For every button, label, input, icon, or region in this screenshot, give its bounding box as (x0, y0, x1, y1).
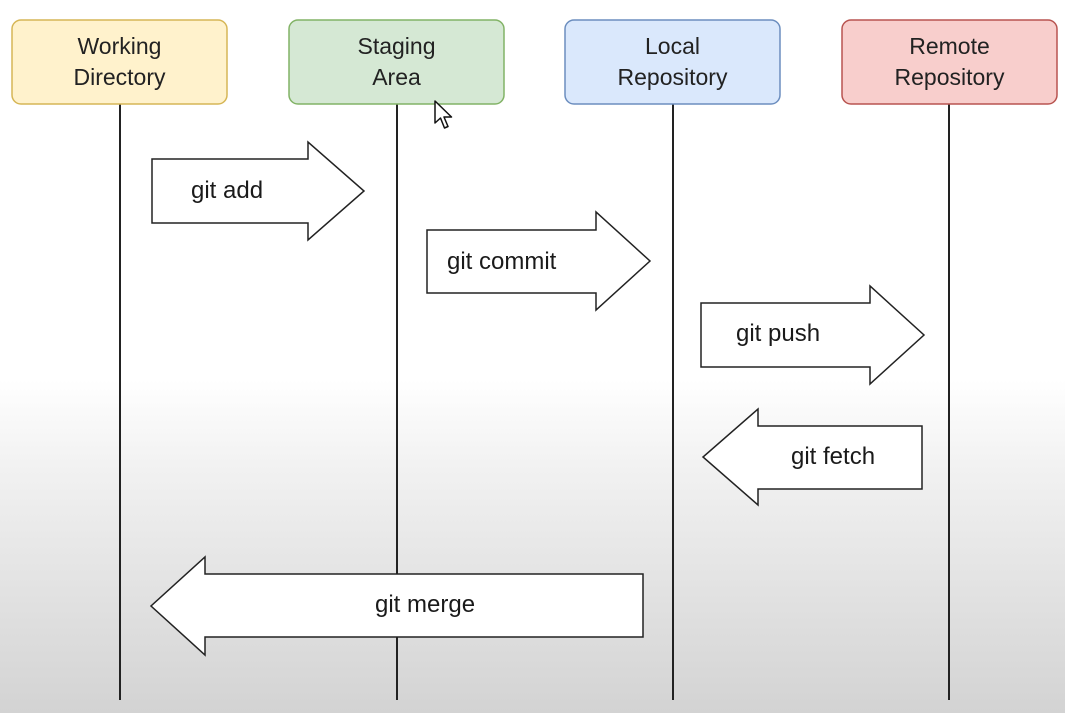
git-push-arrow (700, 284, 926, 386)
local-repository-box (564, 19, 781, 105)
staging-area-box (288, 19, 505, 105)
git-commit-arrow (426, 210, 652, 312)
git-add-arrow (151, 140, 366, 242)
git-fetch-arrow (701, 407, 923, 507)
git-merge-arrow (149, 555, 644, 657)
mouse-pointer-icon (434, 100, 453, 129)
remote-repository-box (841, 19, 1058, 105)
working-directory-box (11, 19, 228, 105)
